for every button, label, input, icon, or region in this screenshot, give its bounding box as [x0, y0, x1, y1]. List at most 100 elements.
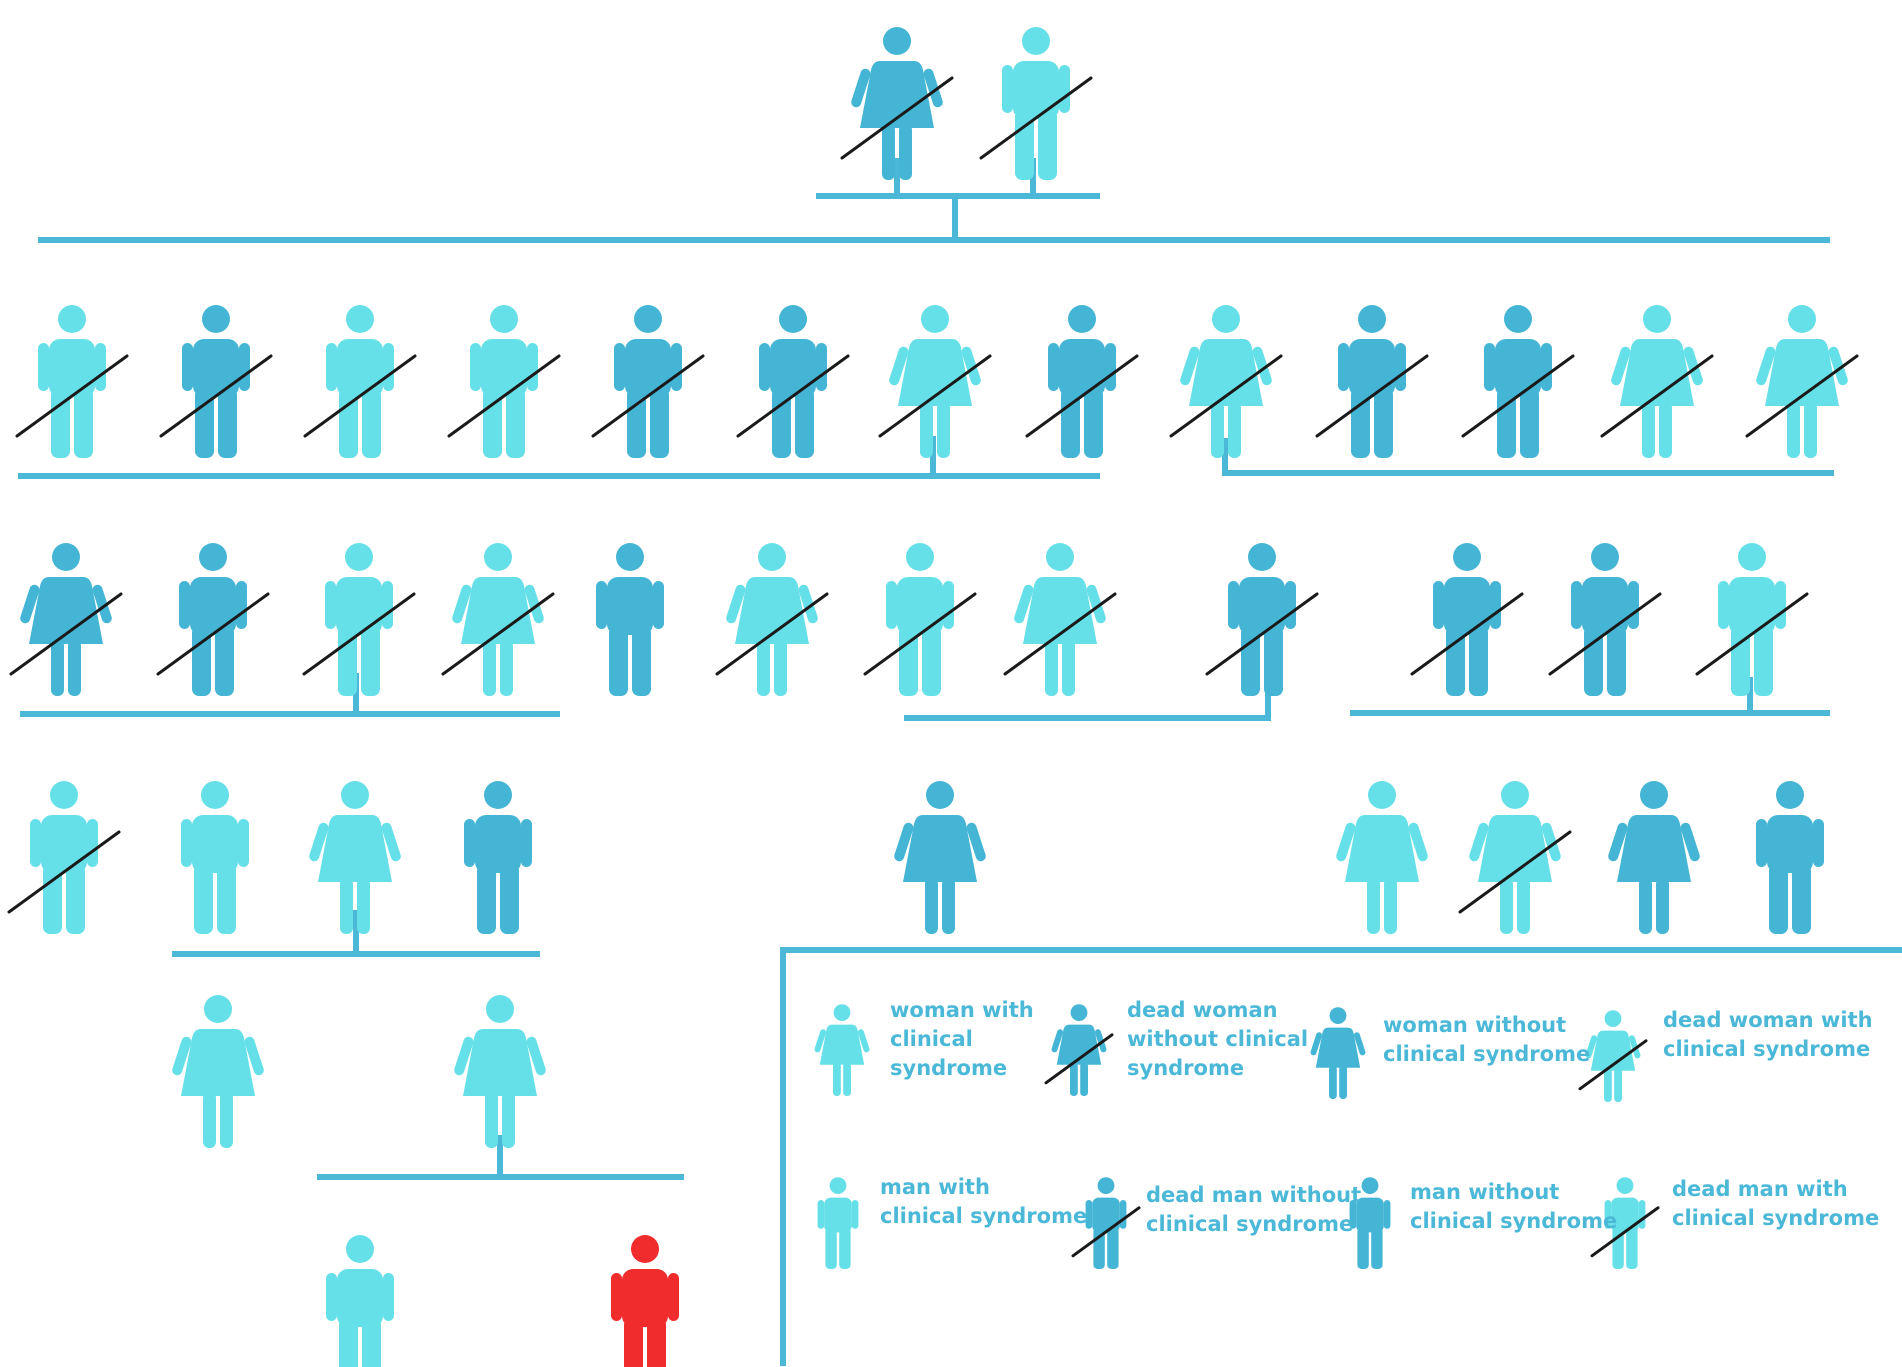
legend-label-line: dead woman: [1127, 998, 1278, 1022]
deceased-slash: [736, 354, 850, 438]
legend-label-line: clinical syndrome: [1663, 1037, 1871, 1061]
deceased-slash: [863, 592, 977, 676]
person-icon: [817, 1177, 859, 1269]
deceased-slash: [159, 354, 273, 438]
deceased-slash: [979, 76, 1093, 160]
legend-label: woman with clinical syndrome: [890, 996, 1034, 1083]
legend-label: woman without clinical syndrome: [1383, 1011, 1590, 1069]
legend-label-line: clinical syndrome: [1672, 1206, 1880, 1230]
deceased-slash: [1410, 592, 1524, 676]
person-icon: [15, 305, 129, 458]
deceased-slash: [1548, 592, 1662, 676]
person-icon: [156, 543, 270, 696]
deceased-slash: [1205, 592, 1319, 676]
person-icon: [1756, 781, 1824, 934]
person-icon: [1169, 305, 1283, 458]
legend-label-line: syndrome: [1127, 1056, 1245, 1080]
deceased-slash: [1315, 354, 1429, 438]
person-icon: [303, 305, 417, 458]
deceased-slash: [1695, 592, 1809, 676]
person-icon: [1745, 305, 1859, 458]
legend-label-line: clinical syndrome: [1410, 1209, 1618, 1233]
deceased-slash: [302, 592, 416, 676]
person-icon: [302, 543, 416, 696]
connector-line: [172, 910, 684, 1180]
legend-label-line: without clinical: [1127, 1027, 1309, 1051]
person-icon: [7, 781, 121, 934]
deceased-slash: [1600, 354, 1714, 438]
person-icon: [181, 781, 249, 934]
person-icon: [813, 1004, 871, 1096]
legend-label: man without clinical syndrome: [1410, 1178, 1617, 1236]
person-icon: [452, 995, 548, 1148]
legend: [813, 1004, 1660, 1269]
person-icon: [464, 781, 532, 934]
person-icon: [596, 543, 664, 696]
legend-label-line: clinical: [890, 1027, 973, 1051]
person-icon: [1695, 543, 1809, 696]
legend-label-line: woman without: [1383, 1013, 1567, 1037]
legend-label-line: syndrome: [890, 1056, 1008, 1080]
legend-label-line: clinical syndrome: [1146, 1212, 1354, 1236]
person-icon: [1003, 543, 1117, 696]
person-icon: [1600, 305, 1714, 458]
deceased-slash: [1169, 354, 1283, 438]
deceased-slash: [1003, 592, 1117, 676]
person-icon: [591, 305, 705, 458]
person-icon: [1461, 305, 1575, 458]
legend-label: dead man without clinical syndrome: [1146, 1181, 1361, 1239]
person-icon: [1025, 305, 1139, 458]
person-icon: [1309, 1007, 1367, 1099]
legend-label-line: man with: [880, 1175, 990, 1199]
deceased-slash: [1461, 354, 1575, 438]
deceased-slash: [15, 354, 129, 438]
person-icon: [863, 543, 977, 696]
legend-label: dead woman without clinical syndrome: [1127, 996, 1308, 1083]
person-icon: [1044, 1004, 1114, 1096]
deceased-slash: [1458, 830, 1572, 914]
person-icon: [1410, 543, 1524, 696]
deceased-slash: [1071, 1206, 1141, 1258]
legend-label: dead man with clinical syndrome: [1672, 1175, 1879, 1233]
deceased-slash: [441, 592, 555, 676]
person-icon: [1071, 1177, 1141, 1269]
deceased-slash: [303, 354, 417, 438]
connector-line: [38, 158, 1830, 243]
legend-frame: [780, 947, 1902, 1366]
legend-label-line: man without: [1410, 1180, 1560, 1204]
person-icon: [892, 781, 988, 934]
legend-label-line: dead man with: [1672, 1177, 1848, 1201]
deceased-slash: [1590, 1206, 1660, 1258]
deceased-slash: [9, 592, 123, 676]
legend-label-line: clinical syndrome: [1383, 1042, 1591, 1066]
deceased-slash: [840, 76, 954, 160]
person-icon: [715, 543, 829, 696]
person-icon: [170, 995, 266, 1148]
person-icon: [1334, 781, 1430, 934]
person-icon: [840, 27, 954, 180]
deceased-slash: [878, 354, 992, 438]
person-icon: [1458, 781, 1572, 934]
legend-label-line: dead woman with: [1663, 1008, 1873, 1032]
legend-label-line: dead man without: [1146, 1183, 1362, 1207]
person-icon: [326, 1235, 394, 1367]
legend-label: dead woman with clinical syndrome: [1663, 1006, 1873, 1064]
person-icon: [447, 305, 561, 458]
person-icon: [1205, 543, 1319, 696]
deceased-slash: [1025, 354, 1139, 438]
deceased-slash: [447, 354, 561, 438]
person-icon: [736, 305, 850, 458]
deceased-slash: [7, 830, 121, 914]
deceased-slash: [156, 592, 270, 676]
legend-label-line: woman with: [890, 998, 1034, 1022]
deceased-slash: [1044, 1033, 1114, 1085]
deceased-slash: [1578, 1039, 1648, 1091]
person-icon: [1606, 781, 1702, 934]
person-icon: [1548, 543, 1662, 696]
pedigree-figures: [7, 27, 1859, 1367]
person-icon: [441, 543, 555, 696]
person-icon: [1315, 305, 1429, 458]
deceased-slash: [715, 592, 829, 676]
